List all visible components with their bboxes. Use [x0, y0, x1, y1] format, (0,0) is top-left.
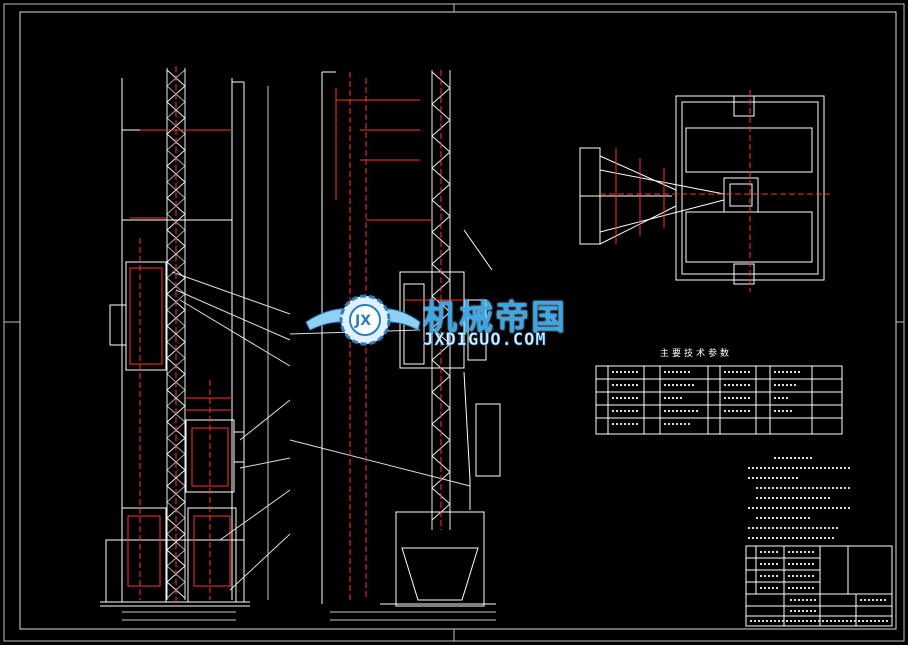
technical-notes: [748, 457, 852, 539]
front-elevation-view: [100, 68, 291, 621]
watermark-badge: JX: [355, 313, 372, 329]
plan-view-red: [600, 90, 830, 292]
watermark: 机械帝国 JXDIGUO.COM JX: [305, 290, 605, 354]
plan-view: [579, 95, 825, 285]
spec-table: [595, 365, 843, 435]
watermark-site: JXDIGUO.COM: [423, 330, 547, 351]
watermark-logo: [305, 294, 421, 346]
watermark-title: 机械帝国: [423, 298, 567, 338]
spec-table-cell-marks: [612, 371, 800, 425]
red-centerlines-left: [139, 66, 211, 606]
title-block: [745, 545, 893, 627]
drawing-frame: [3, 3, 905, 642]
spec-table-title: 主要技术参数: [660, 349, 733, 359]
title-block-marks: [750, 551, 888, 622]
